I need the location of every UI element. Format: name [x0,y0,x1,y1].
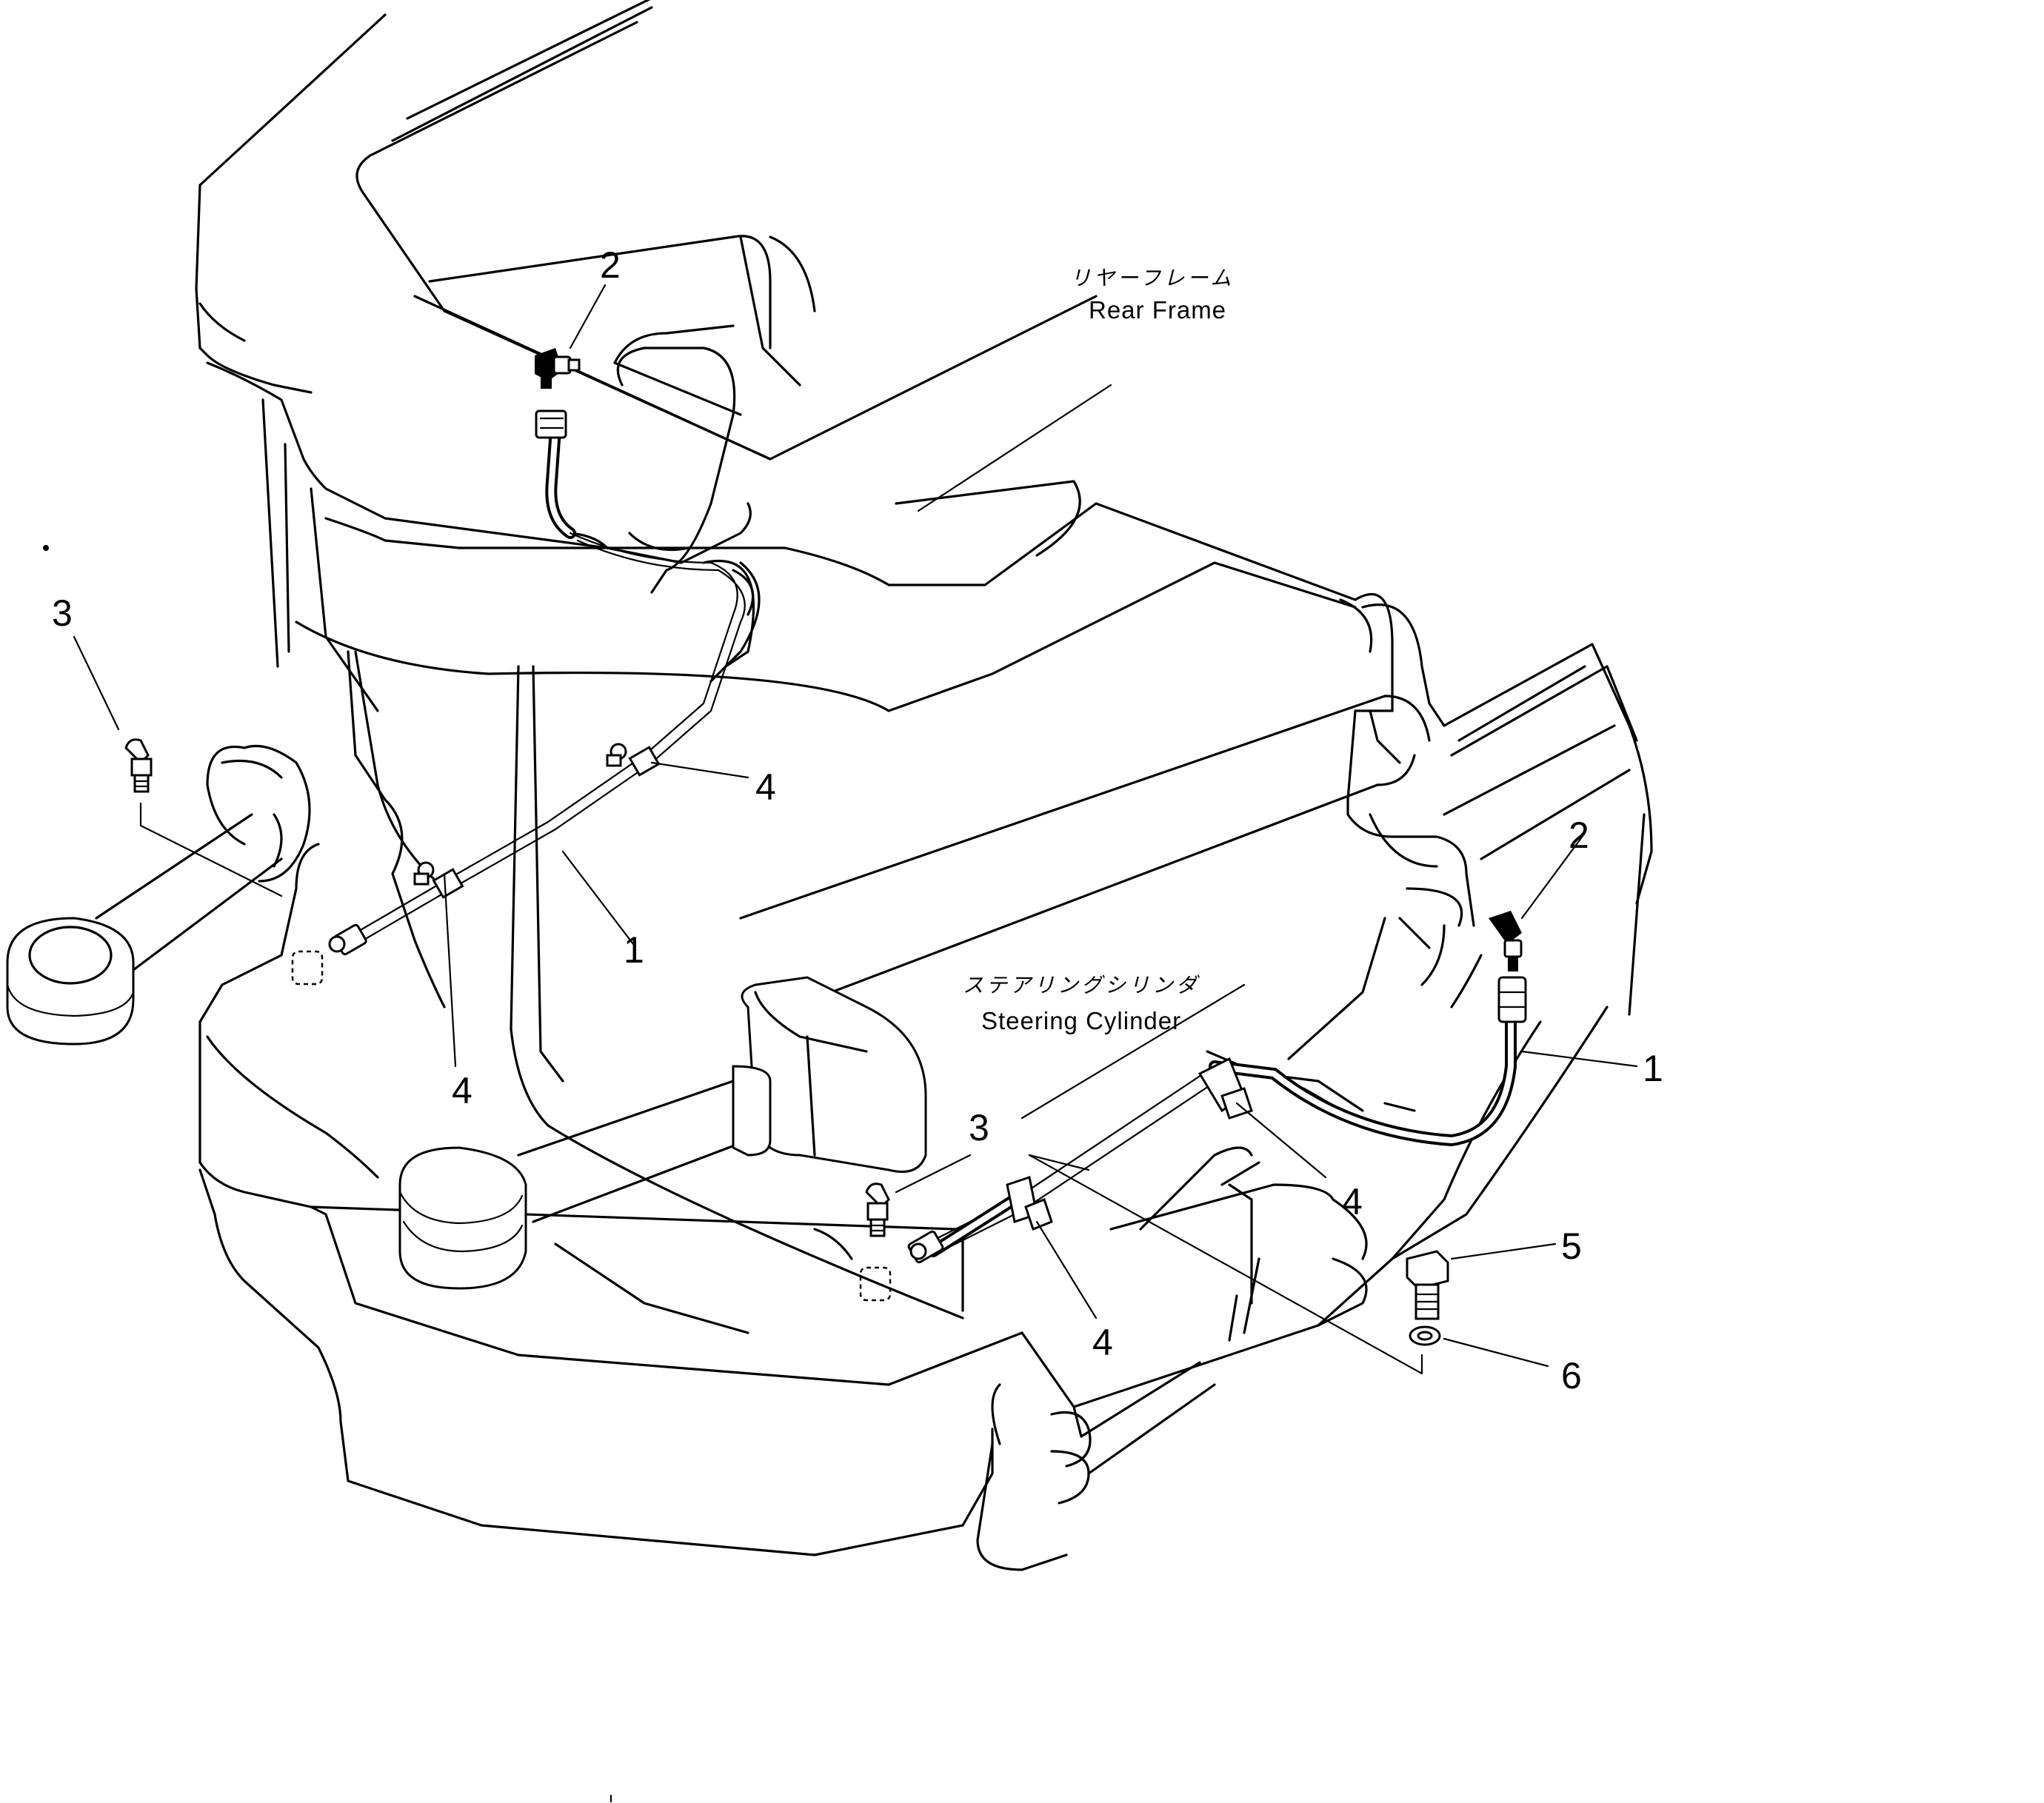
steering-cylinder-label: Steering Cylinder [981,1007,1181,1034]
phantom-fitting-left [291,950,324,986]
callout-4-clamp: 4 [1342,1181,1363,1222]
left-pin-and-rod [6,744,311,1046]
callout-4-lower: 4 [1092,1322,1113,1363]
callout-3-mid: 3 [969,1107,989,1148]
callout-3-left: 3 [52,592,73,634]
elbow-right [1489,911,1523,971]
callout-1-right: 1 [1643,1048,1663,1089]
elbow-fittings [535,348,1523,971]
washer [1409,1325,1441,1346]
callout-2-top: 2 [600,244,621,286]
clamps [413,743,1253,1231]
grease-fittings [124,738,892,1302]
clamp-lower-left [1006,1176,1053,1231]
steering-cylinder [398,695,1431,1290]
rear-frame-outline [195,0,1631,1127]
leader-lines [73,284,1638,1375]
phantom-fitting-mid [859,1266,892,1302]
steering-cylinder-label-jp: ステアリングシリンダ [963,974,1200,997]
callout-4-upper: 4 [755,766,776,808]
upper-frame-boss [561,347,761,683]
hose-lower [907,976,1527,1264]
clamp-upper-right [606,743,661,777]
hose-upper [328,409,746,956]
bolt [1406,1250,1449,1320]
callout-6: 6 [1561,1355,1582,1396]
callout-5: 5 [1561,1225,1582,1267]
callout-2-right: 2 [1569,814,1589,856]
clamp-upper-left [413,861,464,899]
grease-fitting-left [124,738,153,793]
rear-frame-label: Rear Frame [1089,296,1226,324]
callout-4-left: 4 [452,1070,472,1111]
elbow-top [535,348,581,389]
rear-frame-label-jp: リヤーフレーム [1070,267,1234,290]
callout-1-mid: 1 [624,929,644,971]
stray-mark [43,545,49,551]
grease-fitting-mid [865,1183,890,1237]
